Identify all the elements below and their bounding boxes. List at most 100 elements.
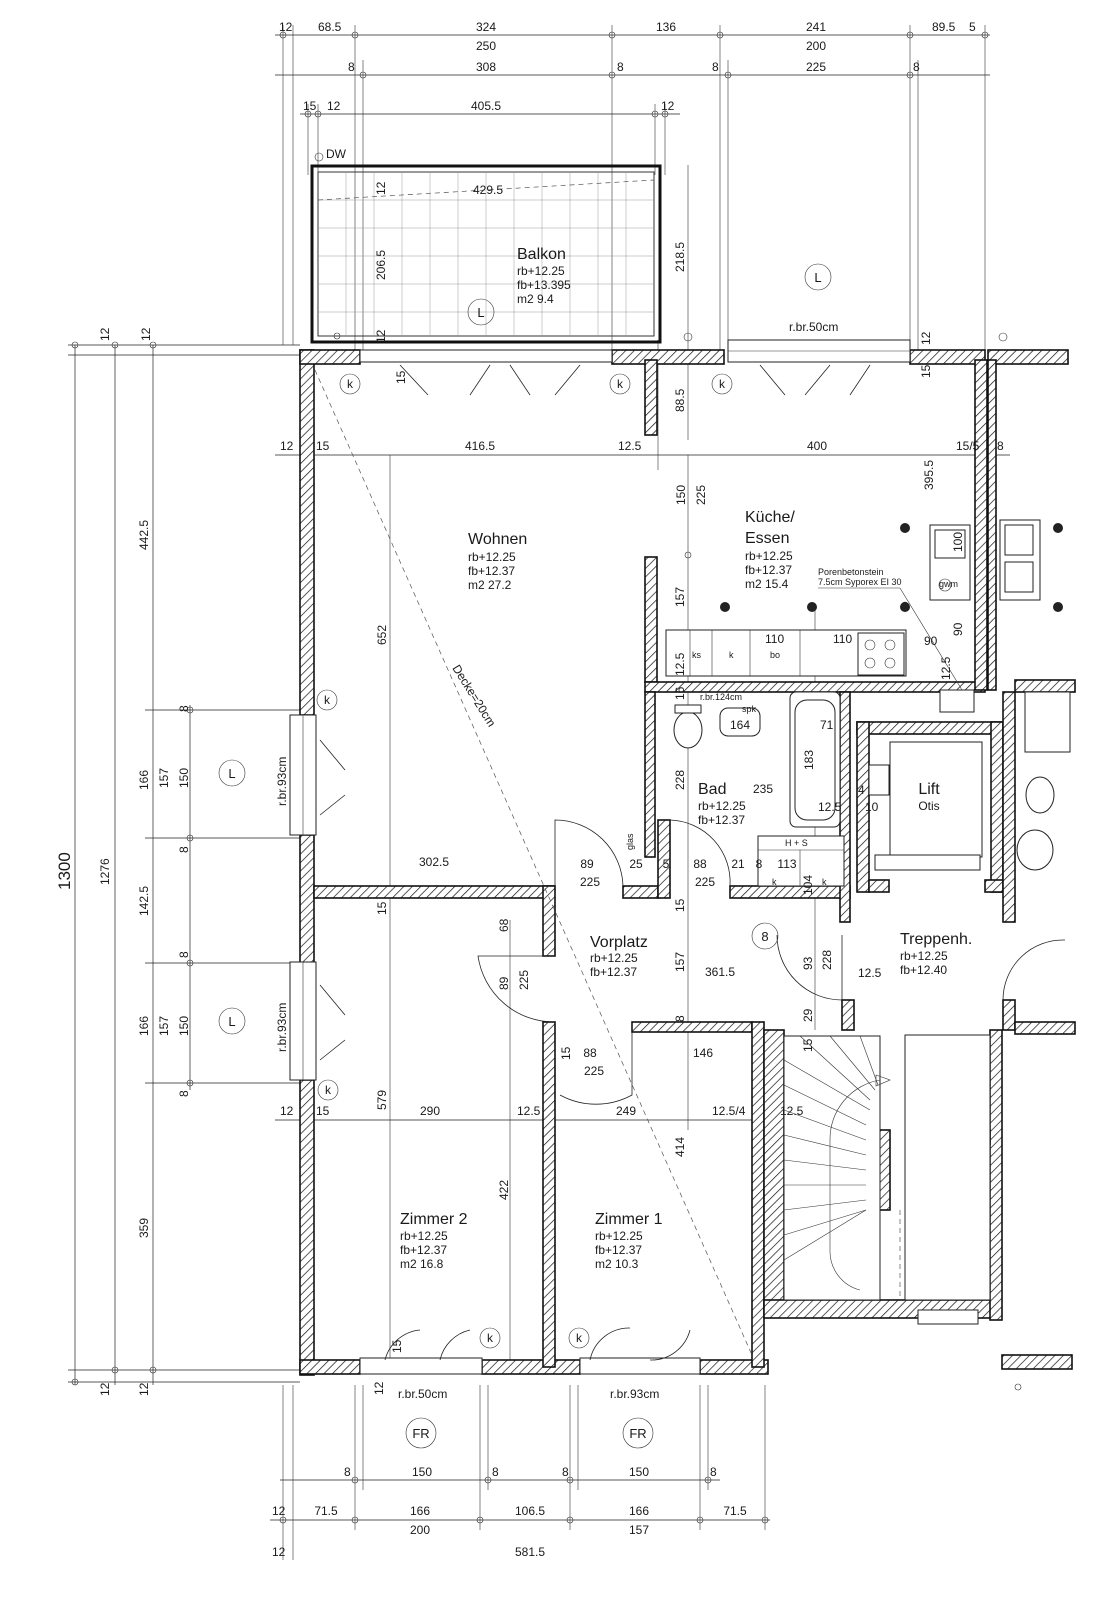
- dim-left-12-2: 12: [98, 1382, 112, 1396]
- dim-doors2-1: 225: [695, 875, 715, 889]
- dim-bottom4-1: 581.5: [515, 1545, 545, 1559]
- dim-wall-15b: 15: [919, 364, 933, 378]
- ceiling-diagonal: [314, 369, 753, 1356]
- decke-label: Decke=20cm: [449, 662, 498, 729]
- dim-100: 100: [951, 532, 965, 552]
- bad-rb: rb+12.25: [698, 799, 746, 813]
- dim-top3-4: 225: [806, 60, 826, 74]
- dim-top1-5: 89.5: [932, 20, 956, 34]
- zimmer2-fb: fb+12.37: [400, 1243, 447, 1257]
- bo-label: bo: [770, 650, 780, 660]
- dim-left-part-4: 359: [137, 1218, 151, 1238]
- dim-left-win-2: 8: [177, 705, 191, 712]
- wohnen-m2: m2 27.2: [468, 578, 512, 592]
- dim-doors-0: 89: [580, 857, 594, 871]
- wohnen-fb: fb+12.37: [468, 564, 515, 578]
- marker-k-2: k: [617, 377, 624, 391]
- dim-top3-1: 308: [476, 60, 496, 74]
- dim-top3-3: 8: [712, 60, 719, 74]
- dim-125c: 12.5: [818, 800, 842, 814]
- dim-bottom2-5: 71.5: [723, 1504, 747, 1518]
- glas-label: glas: [625, 833, 635, 850]
- dim-bottom2-1: 71.5: [314, 1504, 338, 1518]
- marker-L-top-right: L: [814, 270, 821, 285]
- lift-name: Lift: [918, 781, 940, 798]
- dim-top1-4: 241: [806, 20, 826, 34]
- dim-12z: 12: [372, 1381, 386, 1395]
- dim-wall-12a: 12: [919, 331, 933, 345]
- dim-balkon-h4: 218.5: [673, 242, 687, 272]
- dimension-ticks: [71, 31, 1022, 1524]
- dim-top3-5: 8: [913, 60, 920, 74]
- dim-left-win-4: 157: [157, 1016, 171, 1036]
- dim-3025: 302.5: [419, 855, 449, 869]
- dim-wohn-5: 15/5: [956, 439, 980, 453]
- zimmer1-name: Zimmer 1: [595, 1211, 663, 1228]
- circle-markers: L L L L k k k k k k k FR FR 8: [218, 263, 832, 1449]
- dim-125a: 12.5: [673, 652, 687, 676]
- dim-top3-2: 8: [617, 60, 624, 74]
- dim-422: 422: [497, 1180, 511, 1200]
- dim-doors-4: 21: [731, 857, 745, 871]
- dim-164: 164: [730, 718, 750, 732]
- bad-name: Bad: [698, 781, 726, 798]
- rbr50-top-label: r.br.50cm: [789, 320, 838, 334]
- dim-bottom1-2: 8: [492, 1465, 499, 1479]
- staircase: [783, 1034, 991, 1301]
- dim-doors-6: 113: [777, 857, 796, 871]
- porenbeton-label-1: Porenbetonstein: [818, 567, 884, 577]
- rbr93-bottom-label: r.br.93cm: [610, 1387, 659, 1401]
- kueche-m2: m2 15.4: [745, 577, 789, 591]
- zimmer1-fb: fb+12.37: [595, 1243, 642, 1257]
- dim-146: 146: [693, 1046, 713, 1060]
- dim-balkon-h1: 12: [374, 181, 388, 195]
- dim-left-part-0: 442.5: [137, 520, 151, 550]
- dim-wohn-2: 416.5: [465, 439, 495, 453]
- dim-top1-3: 136: [656, 20, 676, 34]
- dim-652: 652: [375, 625, 389, 645]
- dim-top3-0: 8: [348, 60, 355, 74]
- bad-fb: fb+12.37: [698, 813, 745, 827]
- dim-bottom1-4: 150: [629, 1465, 649, 1479]
- dim-bottom1-0: 8: [344, 1465, 351, 1479]
- room-labels: Balkon rb+12.25 fb+13.395 m2 9.4 Wohnen …: [400, 246, 972, 1271]
- dim-left-win-1: 150: [177, 768, 191, 788]
- dim-88b: 88: [583, 1046, 597, 1060]
- kueche-name-2: Essen: [745, 530, 789, 547]
- lift-car: [868, 741, 983, 871]
- dim-left-12-0: 12: [98, 327, 112, 341]
- dim-left-12-3: 12: [137, 1382, 151, 1396]
- marker-k-5: k: [325, 1083, 332, 1097]
- dim-top2-0: 250: [476, 39, 496, 53]
- doors: [319, 364, 1066, 1361]
- dim-wohn-3: 12.5: [618, 439, 642, 453]
- vorplatz-name: Vorplatz: [590, 934, 648, 951]
- marker-k-6: k: [487, 1331, 494, 1345]
- dim-left-12-1: 12: [139, 327, 153, 341]
- hs-label: H + S: [785, 838, 808, 848]
- dim-15e: 15: [801, 1038, 815, 1052]
- dim-left-win-7: 8: [177, 1090, 191, 1097]
- k-label-bath1: k: [772, 877, 777, 887]
- dim-3615: 361.5: [705, 965, 735, 979]
- dim-left-win-6: 8: [177, 951, 191, 958]
- dim-93: 93: [801, 956, 815, 970]
- dim-bottom1-3: 8: [562, 1465, 569, 1479]
- dim-doors-2: 5: [663, 857, 670, 871]
- marker-k-1: k: [347, 377, 354, 391]
- wohnen-name: Wohnen: [468, 531, 527, 548]
- zimmer1-m2: m2 10.3: [595, 1257, 639, 1271]
- dim-bottom2-3: 106.5: [515, 1504, 545, 1518]
- stair-number: 8: [761, 929, 768, 944]
- marker-k-3: k: [719, 377, 726, 391]
- dim-8c: 8: [673, 1015, 687, 1022]
- dim-left-part-2: 142.5: [137, 886, 151, 916]
- dim-bottom1-1: 150: [412, 1465, 432, 1479]
- kueche-name-1: Küche/: [745, 509, 795, 526]
- dim-doors-5: 8: [756, 857, 763, 871]
- marker-L-left-2: L: [228, 1014, 235, 1029]
- dim-top4-1: 12: [327, 99, 341, 113]
- dim-90a: 90: [951, 622, 965, 636]
- zimmer1-rb: rb+12.25: [595, 1229, 643, 1243]
- dim-top4-0: 15: [303, 99, 317, 113]
